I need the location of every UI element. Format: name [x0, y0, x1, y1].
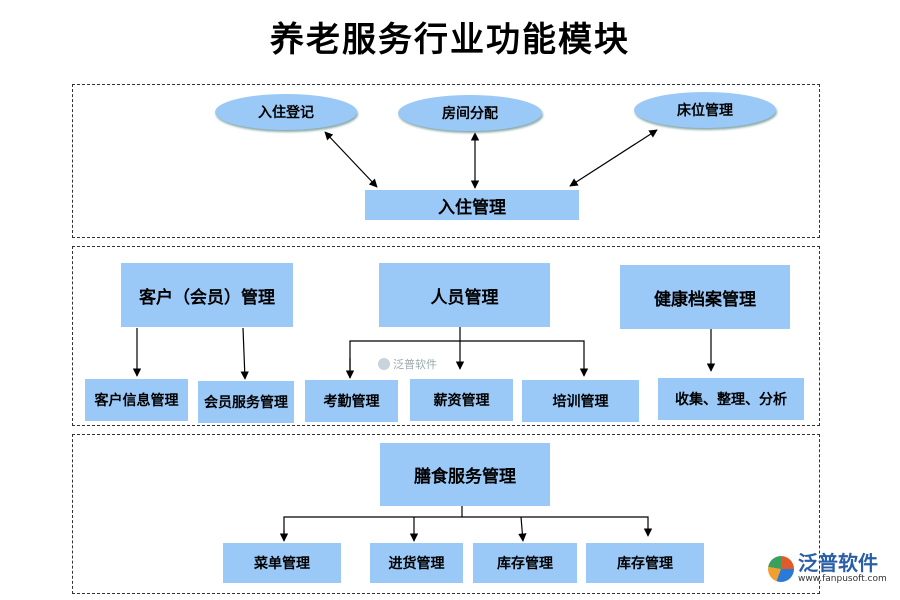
staff-management-box: 人员管理 — [379, 263, 550, 327]
ellipse-bed-management: 床位管理 — [634, 92, 776, 128]
management-section — [72, 246, 820, 426]
purchase-management-box: 进货管理 — [370, 543, 463, 583]
arrow-inventory-1 — [518, 516, 527, 542]
customer-management-box: 客户（会员）管理 — [121, 263, 293, 327]
brand-name: 泛普软件 — [798, 551, 878, 575]
menu-management-box: 菜单管理 — [223, 543, 341, 583]
arrow-checkin-registration — [324, 131, 378, 188]
watermark-text: 泛普软件 — [393, 358, 437, 371]
arrow-member-service — [240, 327, 249, 380]
attendance-box: 考勤管理 — [305, 380, 398, 422]
watermark-logo-icon — [378, 358, 390, 370]
collect-analyze-box: 收集、整理、分析 — [658, 378, 804, 420]
checkin-section — [72, 84, 820, 238]
brand-logo: 泛普软件 www.fanpusoft.com — [768, 553, 887, 584]
meal-branch-line — [283, 516, 653, 540]
watermark: 泛普软件 — [378, 356, 437, 372]
checkin-management-box: 入住管理 — [365, 190, 579, 220]
meal-service-box: 膳食服务管理 — [380, 443, 550, 506]
salary-box: 薪资管理 — [410, 379, 513, 421]
customer-info-box: 客户信息管理 — [85, 379, 188, 421]
arrow-bed-management — [569, 129, 658, 187]
inventory-management-box-2: 库存管理 — [586, 543, 704, 583]
diagram-title: 养老服务行业功能模块 — [270, 20, 630, 60]
health-records-box: 健康档案管理 — [620, 265, 790, 329]
ellipse-room-allocation: 房间分配 — [398, 95, 542, 131]
meal-section — [72, 434, 820, 594]
inventory-management-box-1: 库存管理 — [473, 543, 577, 583]
member-service-box: 会员服务管理 — [198, 381, 294, 423]
ellipse-checkin-registration: 入住登记 — [215, 94, 357, 130]
training-box: 培训管理 — [522, 380, 639, 422]
brand-logo-icon — [768, 555, 794, 582]
brand-url: www.fanpusoft.com — [798, 574, 887, 584]
